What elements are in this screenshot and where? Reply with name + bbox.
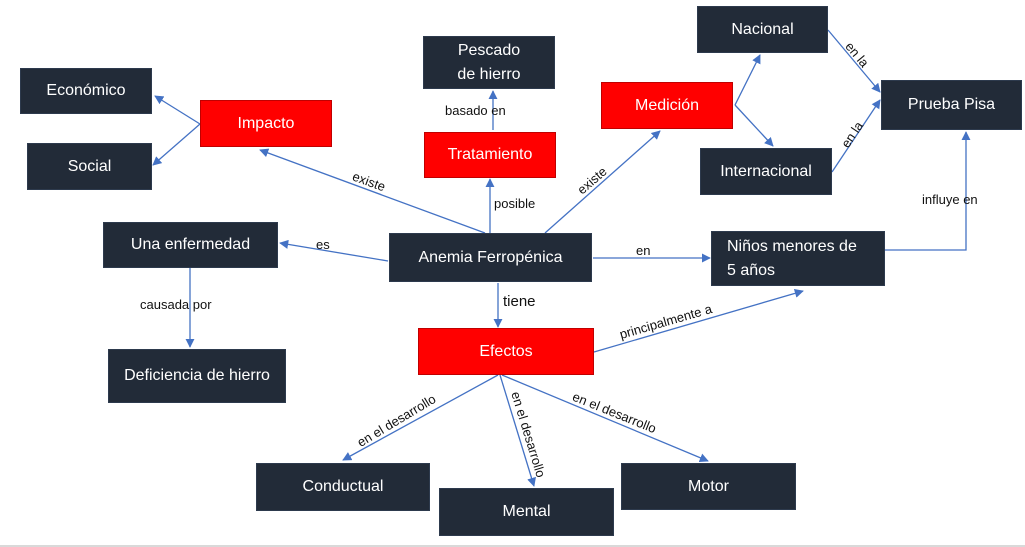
node-deficiencia-label: Deficiencia de hierro (124, 367, 270, 385)
node-motor-label: Motor (688, 477, 729, 495)
node-impacto-label: Impacto (237, 114, 295, 132)
node-economico-label: Económico (46, 82, 126, 100)
node-pescado-de-hierro[interactable]: Pescado de hierro (423, 36, 555, 89)
edge-internacional-pisa (831, 99, 881, 173)
edge-label-posible: posible (494, 196, 536, 211)
node-tratamiento[interactable]: Tratamiento (424, 132, 556, 178)
edge-efectos-motor (501, 374, 709, 463)
node-nacional[interactable]: Nacional (697, 6, 828, 53)
node-pescado-line2: de hierro (457, 65, 521, 83)
node-efectos-label: Efectos (479, 342, 533, 360)
node-medicion-label: Medición (634, 96, 700, 114)
edge-impacto-economico (154, 95, 201, 125)
node-social[interactable]: Social (27, 143, 152, 190)
edge-ninos-pisa (885, 131, 971, 251)
edge-efectos-conductual (342, 374, 499, 461)
node-mental-label: Mental (502, 503, 551, 521)
node-internacional-label: Internacional (720, 162, 812, 180)
node-economico[interactable]: Económico (20, 68, 152, 114)
node-anemia-ferropenica[interactable]: Anemia Ferropénica (389, 233, 592, 282)
edge-anemia-impacto (259, 148, 486, 234)
edge-efectos-ninos (593, 288, 804, 353)
node-pescado-line1: Pescado (457, 42, 521, 60)
node-ninos-menores[interactable]: Niños menores de 5 años (711, 231, 885, 286)
node-conductual-label: Conductual (302, 478, 384, 496)
bottom-divider (0, 545, 1025, 547)
edge-label-en: en (636, 243, 651, 258)
node-prueba-pisa[interactable]: Prueba Pisa (881, 80, 1022, 130)
node-social-label: Social (67, 157, 112, 175)
node-impacto[interactable]: Impacto (200, 100, 332, 147)
node-medicion[interactable]: Medición (601, 82, 733, 129)
edge-label-es: es (316, 237, 330, 252)
node-anemia-label: Anemia Ferropénica (418, 248, 563, 266)
edge-label-tiene: tiene (503, 293, 536, 310)
edge-label-influye-en: influye en (922, 192, 978, 207)
node-ninos-line1: Niños menores de (727, 238, 857, 256)
edge-medicion-internacional (734, 104, 774, 147)
node-nacional-label: Nacional (731, 20, 794, 38)
node-motor[interactable]: Motor (621, 463, 796, 510)
node-mental[interactable]: Mental (439, 488, 614, 536)
node-deficiencia-de-hierro[interactable]: Deficiencia de hierro (108, 349, 286, 403)
node-internacional[interactable]: Internacional (700, 148, 832, 195)
node-conductual[interactable]: Conductual (256, 463, 430, 511)
edge-anemia-medicion (544, 130, 661, 234)
node-una-enfermedad-label: Una enfermedad (130, 236, 251, 254)
edge-impacto-social (152, 123, 201, 166)
node-prueba-pisa-label: Prueba Pisa (907, 96, 996, 114)
edge-anemia-enfermedad (279, 239, 389, 262)
node-una-enfermedad[interactable]: Una enfermedad (103, 222, 278, 268)
edge-label-basado-en: basado en (445, 103, 506, 118)
node-efectos[interactable]: Efectos (418, 328, 594, 375)
node-ninos-line2: 5 años (727, 261, 776, 279)
node-tratamiento-label: Tratamiento (447, 146, 533, 164)
edge-medicion-nacional (734, 54, 761, 106)
edge-label-causada-por: causada por (140, 297, 212, 312)
edge-nacional-pisa (827, 29, 881, 93)
edge-efectos-mental (499, 374, 536, 487)
